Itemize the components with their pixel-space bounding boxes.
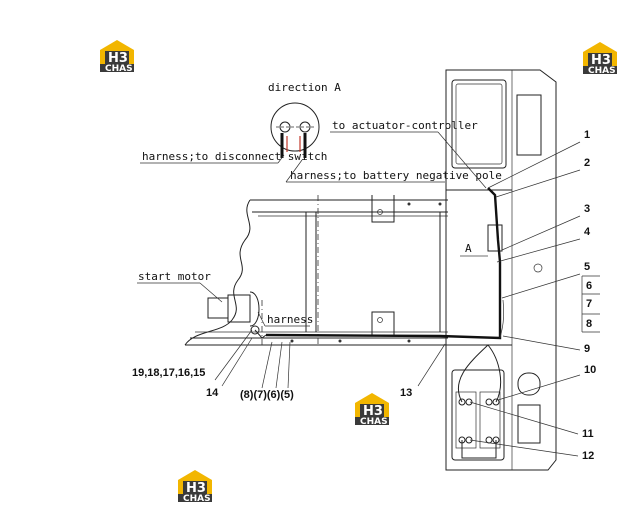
svg-text:9: 9 [584,343,590,355]
svg-text:19,18,17,16,15: 19,18,17,16,15 [132,367,205,379]
svg-text:4: 4 [584,226,591,238]
callout-3: 3 [501,203,590,251]
svg-text:CHAS: CHAS [360,417,388,427]
svg-text:CHAS: CHAS [105,64,133,74]
svg-text:12: 12 [582,450,594,462]
svg-text:H3: H3 [363,404,383,419]
actuator-controller-label: to actuator-controller [332,119,478,132]
watermark-logo-center: H3 CHAS [355,393,389,427]
svg-text:6: 6 [586,280,592,292]
callout-11: 11 [469,401,594,440]
view-a-marker: A [465,242,472,255]
svg-text:5: 5 [584,261,590,273]
callout-5-8-bracket: (8)(7)(6)(5) [240,341,294,401]
svg-text:11: 11 [582,428,594,440]
svg-text:7: 7 [586,298,592,310]
svg-text:H3: H3 [108,51,128,66]
battery-negative-label: harness;to battery negative pole [290,169,502,182]
callout-1: 1 [487,129,590,189]
svg-text:13: 13 [400,387,412,399]
callout-10: 10 [497,364,596,401]
svg-text:CHAS: CHAS [588,66,616,76]
svg-text:1: 1 [584,129,590,141]
svg-text:8: 8 [586,318,592,330]
watermark-logo-top-left: H3 CHAS [100,40,134,74]
callout-5: 5 [501,261,590,299]
svg-text:3: 3 [584,203,590,215]
callout-13: 13 [400,343,446,399]
direction-a-label: direction A [268,81,341,94]
svg-text:CHAS: CHAS [183,494,211,504]
svg-text:H3: H3 [186,481,206,496]
battery-compartment [445,69,557,471]
watermark-logo-top-right: H3 CHAS [583,42,617,76]
svg-text:14: 14 [206,387,219,399]
callout-14: 14 [206,337,253,399]
callout-4: 4 [496,226,591,263]
callout-9: 9 [502,335,590,355]
chassis-frame [184,195,448,346]
main-harness [265,187,502,340]
watermark-logo-bottom-left: H3 CHAS [178,470,212,504]
svg-text:(8)(7)(6)(5): (8)(7)(6)(5) [240,389,294,401]
harness-label: harness [267,313,313,326]
start-motor [207,291,267,339]
direction-a-detail: direction A [268,81,341,158]
disconnect-switch-label: harness;to disconnect switch [142,150,327,163]
start-motor-label: start motor [138,270,211,283]
svg-text:10: 10 [584,364,596,376]
callout-15-19: 19,18,17,16,15 [132,329,253,381]
svg-text:2: 2 [584,157,590,169]
callout-2: 2 [495,157,590,198]
callout-group-6-8: 6 7 8 [581,275,600,333]
callout-12: 12 [469,439,594,462]
svg-text:H3: H3 [591,53,611,68]
